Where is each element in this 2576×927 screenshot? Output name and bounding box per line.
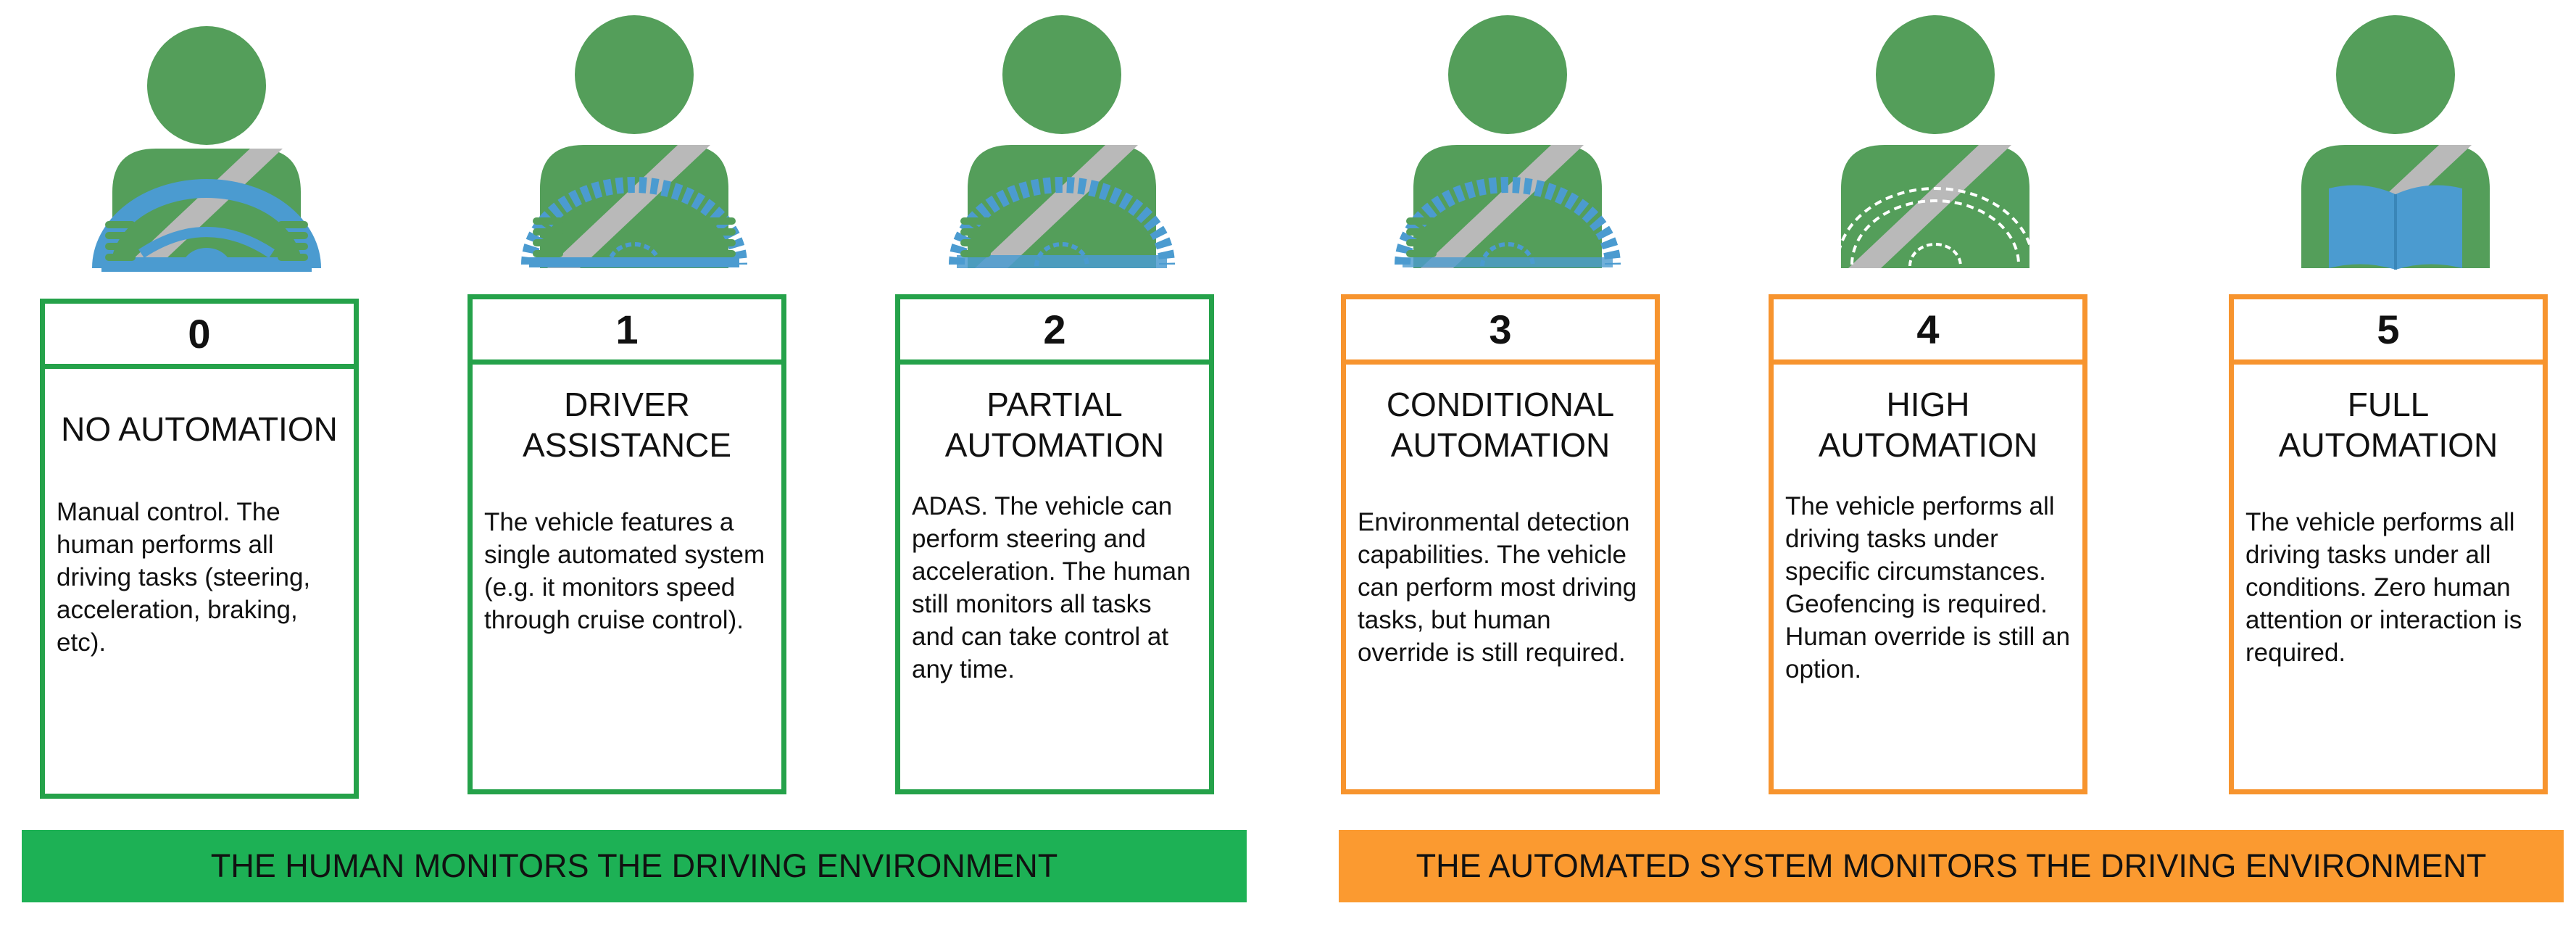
driver-solid-wheel-icon — [92, 26, 321, 272]
level-title-line: CONDITIONAL — [1386, 385, 1615, 423]
level-number: 2 — [900, 299, 1209, 365]
driver-dashed-wheel-icon — [949, 15, 1175, 268]
level-number: 0 — [45, 304, 354, 369]
level-description: The vehicle features a single automated … — [484, 508, 765, 634]
level-description: ADAS. The vehicle can perform steering a… — [912, 492, 1191, 683]
reader-book-icon — [2301, 15, 2490, 270]
level-description: Environmental detection capabilities. Th… — [1358, 508, 1637, 667]
level-title-line: DRIVER — [564, 385, 690, 423]
level-description: Manual control. The human performs all d… — [57, 498, 311, 657]
human-band-label: THE HUMAN MONITORS THE DRIVING ENVIRONME… — [210, 847, 1058, 884]
level-number: 5 — [2234, 299, 2543, 365]
level-description: The vehicle performs all driving tasks u… — [2245, 508, 2522, 667]
level-title-line: PARTIAL — [986, 385, 1123, 423]
level-title-line: AUTOMATION — [1818, 425, 2038, 464]
driver-dashed-wheel-icon — [521, 15, 747, 268]
level-title-line: FULL — [2347, 385, 2430, 423]
driver-ghost-wheel-icon — [1836, 15, 2035, 268]
level-number: 4 — [1774, 299, 2082, 365]
system-band-label: THE AUTOMATED SYSTEM MONITORS THE DRIVIN… — [1416, 847, 2487, 884]
level-number: 3 — [1346, 299, 1655, 365]
driver-dashed-wheel-icon — [1395, 15, 1621, 268]
level-title-line: AUTOMATION — [2278, 425, 2498, 464]
level-description: The vehicle performs all driving tasks u… — [1785, 492, 2070, 683]
level-0: 0 NO AUTOMATION Manual control. The huma… — [33, 0, 366, 819]
level-card: 0 NO AUTOMATION Manual control. The huma… — [40, 299, 359, 799]
system-monitors-band: THE AUTOMATED SYSTEM MONITORS THE DRIVIN… — [1339, 830, 2564, 902]
level-title: NO AUTOMATION — [45, 369, 354, 489]
human-monitors-band: THE HUMAN MONITORS THE DRIVING ENVIRONME… — [22, 830, 1247, 902]
level-title-line: AUTOMATION — [1390, 425, 1611, 464]
level-title-line: NO AUTOMATION — [61, 410, 338, 448]
level-number: 1 — [473, 299, 781, 365]
level-title-line: HIGH — [1886, 385, 1970, 423]
level-title-line: ASSISTANCE — [523, 425, 731, 464]
level-title-line: AUTOMATION — [944, 425, 1165, 464]
